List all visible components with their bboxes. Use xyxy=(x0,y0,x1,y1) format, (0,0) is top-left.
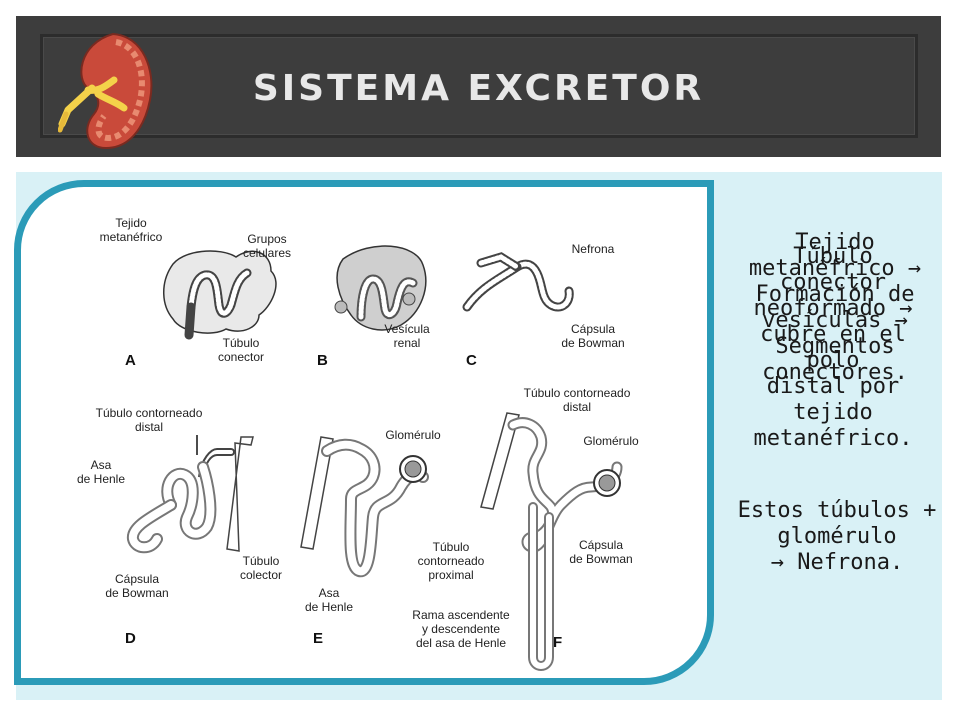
panel-label-f: F xyxy=(553,634,562,651)
diagram-label-f-glomerulo: Glomérulo xyxy=(583,434,639,448)
panel-label-c: C xyxy=(466,352,477,369)
panel-b: B xyxy=(317,245,427,369)
panel-label-e: E xyxy=(313,630,323,647)
text-block-tejido: Tejido metanéfrico → Formación de vesícu… xyxy=(748,230,922,385)
diagram-label-c-nefrona: Nefrona xyxy=(572,242,615,256)
panel-label-b: B xyxy=(317,352,328,369)
panel-f: F xyxy=(480,412,623,671)
panel-label-d: D xyxy=(125,630,136,647)
diagram-label-e-glomerulo: Glomérulo xyxy=(385,428,441,442)
panel-d: D xyxy=(125,435,254,647)
panel-a: A xyxy=(125,250,277,369)
header-inner-frame xyxy=(40,34,918,138)
text-block-tubulo: Túbulo conector neoformado → cubre en el… xyxy=(753,244,913,451)
panel-c: C xyxy=(462,252,574,369)
page-title: SISTEMA EXCRETOR xyxy=(252,68,705,109)
panel-label-a: A xyxy=(125,352,136,369)
panel-e: E xyxy=(300,436,429,647)
text-block-nefrona: Estos túbulos + glomérulo → Nefrona. xyxy=(737,498,937,575)
nephron-development-figure: A B C D xyxy=(14,180,714,685)
nephron-diagram: A B C D xyxy=(77,216,639,671)
header-bar: SISTEMA EXCRETOR xyxy=(16,16,941,157)
kidney-icon xyxy=(58,32,153,150)
